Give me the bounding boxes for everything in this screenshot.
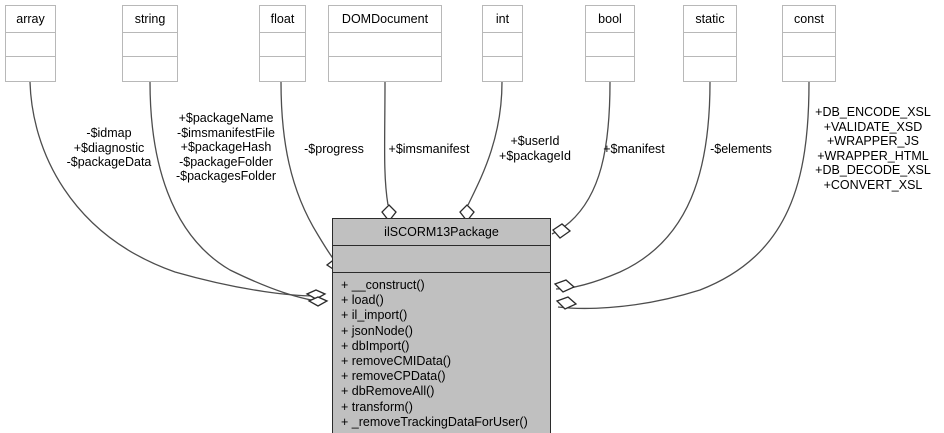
type-node-attrs xyxy=(329,33,441,57)
diamond-bool xyxy=(552,223,572,239)
type-node-methods xyxy=(329,57,441,81)
type-node-methods xyxy=(783,57,835,81)
edge-label-line: -$elements xyxy=(710,142,772,156)
edge-float xyxy=(280,81,337,263)
edge-label-array: -$idmap +$diagnostic -$packageData xyxy=(63,126,155,170)
edge-label-static: -$elements xyxy=(705,142,777,157)
type-node-attrs xyxy=(783,33,835,57)
edge-label-line: +$manifest xyxy=(603,142,665,156)
class-method: + il_import() xyxy=(341,308,408,323)
edge-label-int: +$userId +$packageId xyxy=(497,134,573,163)
type-node-bool-title: bool xyxy=(586,6,634,33)
type-node-methods xyxy=(586,57,634,81)
class-node-ilscorm13package[interactable]: ilSCORM13Package + __construct() + load(… xyxy=(332,218,551,433)
edge-label-line: -$packageData xyxy=(66,155,152,170)
edge-label-line: -$imsmanifestFile xyxy=(177,125,275,140)
type-node-attrs xyxy=(123,33,177,57)
type-node-attrs xyxy=(586,33,634,57)
edge-label-line: -$packagesFolder xyxy=(175,169,277,184)
edge-static xyxy=(555,81,711,290)
class-method: + removeCPData() xyxy=(341,369,446,384)
type-node-bool[interactable]: bool xyxy=(585,5,635,82)
class-method: + transform() xyxy=(341,399,413,414)
edge-label-line: +$packageId xyxy=(499,148,571,163)
diamond-static xyxy=(553,279,576,293)
edge-label-line: +WRAPPER_HTML xyxy=(817,148,929,163)
type-node-attrs xyxy=(6,33,55,57)
class-method: + load() xyxy=(341,293,384,308)
edge-label-line: -$packageFolder xyxy=(179,154,273,169)
type-node-methods xyxy=(684,57,736,81)
type-node-int[interactable]: int xyxy=(482,5,523,82)
type-node-string[interactable]: string xyxy=(122,5,178,82)
type-node-domdocument[interactable]: DOMDocument xyxy=(328,5,442,82)
edge-label-line: +VALIDATE_XSD xyxy=(823,119,923,134)
edge-label-line: +$packageHash xyxy=(180,140,272,155)
edge-label-line: +WRAPPER_JS xyxy=(826,134,920,149)
edge-label-float: -$progress xyxy=(303,142,365,157)
edge-label-line: +DB_ENCODE_XSL xyxy=(815,105,931,119)
type-node-float-title: float xyxy=(260,6,305,33)
edge-label-line: +$diagnostic xyxy=(73,140,145,155)
type-node-attrs xyxy=(260,33,305,57)
edge-label-line: -$idmap xyxy=(86,126,132,140)
class-method: + _removeTrackingDataForUser() xyxy=(341,414,528,429)
type-node-const-title: const xyxy=(783,6,835,33)
type-node-static-title: static xyxy=(684,6,736,33)
type-node-const[interactable]: const xyxy=(782,5,836,82)
type-node-methods xyxy=(6,57,55,81)
type-node-int-title: int xyxy=(483,6,522,33)
type-node-attrs xyxy=(483,33,522,57)
class-method: + dbImport() xyxy=(341,338,410,353)
class-method: + jsonNode() xyxy=(341,323,413,338)
edge-label-line: +$imsmanifest xyxy=(388,142,470,156)
diamond-const xyxy=(555,296,578,310)
edge-label-string: +$packageName -$imsmanifestFile +$packag… xyxy=(172,111,280,184)
type-node-attrs xyxy=(684,33,736,57)
class-title: ilSCORM13Package xyxy=(333,219,550,246)
type-node-methods xyxy=(260,57,305,81)
type-node-array-title: array xyxy=(6,6,55,33)
class-method: + dbRemoveAll() xyxy=(341,384,435,399)
edge-label-line: +$userId xyxy=(510,134,560,148)
diamond-string xyxy=(307,296,329,307)
edge-const xyxy=(557,81,810,310)
edge-label-line: -$progress xyxy=(304,142,364,156)
edge-label-line: +DB_DECODE_XSL xyxy=(815,163,931,178)
diamond-array xyxy=(305,289,327,300)
type-node-string-title: string xyxy=(123,6,177,33)
edge-label-domdocument: +$imsmanifest xyxy=(385,142,473,157)
edge-label-const: +DB_ENCODE_XSL +VALIDATE_XSD +WRAPPER_JS… xyxy=(806,105,940,193)
edge-label-bool: +$manifest xyxy=(600,142,668,157)
type-node-methods xyxy=(123,57,177,81)
type-node-array[interactable]: array xyxy=(5,5,56,82)
edge-label-line: +$packageName xyxy=(178,111,274,125)
class-attributes-compartment xyxy=(333,246,550,273)
type-node-domdocument-title: DOMDocument xyxy=(329,6,441,33)
class-method: + removeCMIData() xyxy=(341,354,452,369)
edge-label-line: +CONVERT_XSL xyxy=(823,177,923,192)
type-node-float[interactable]: float xyxy=(259,5,306,82)
class-methods-compartment: + __construct() + load() + il_import() +… xyxy=(333,273,550,433)
type-node-static[interactable]: static xyxy=(683,5,737,82)
type-node-methods xyxy=(483,57,522,81)
class-method: + __construct() xyxy=(341,278,425,292)
